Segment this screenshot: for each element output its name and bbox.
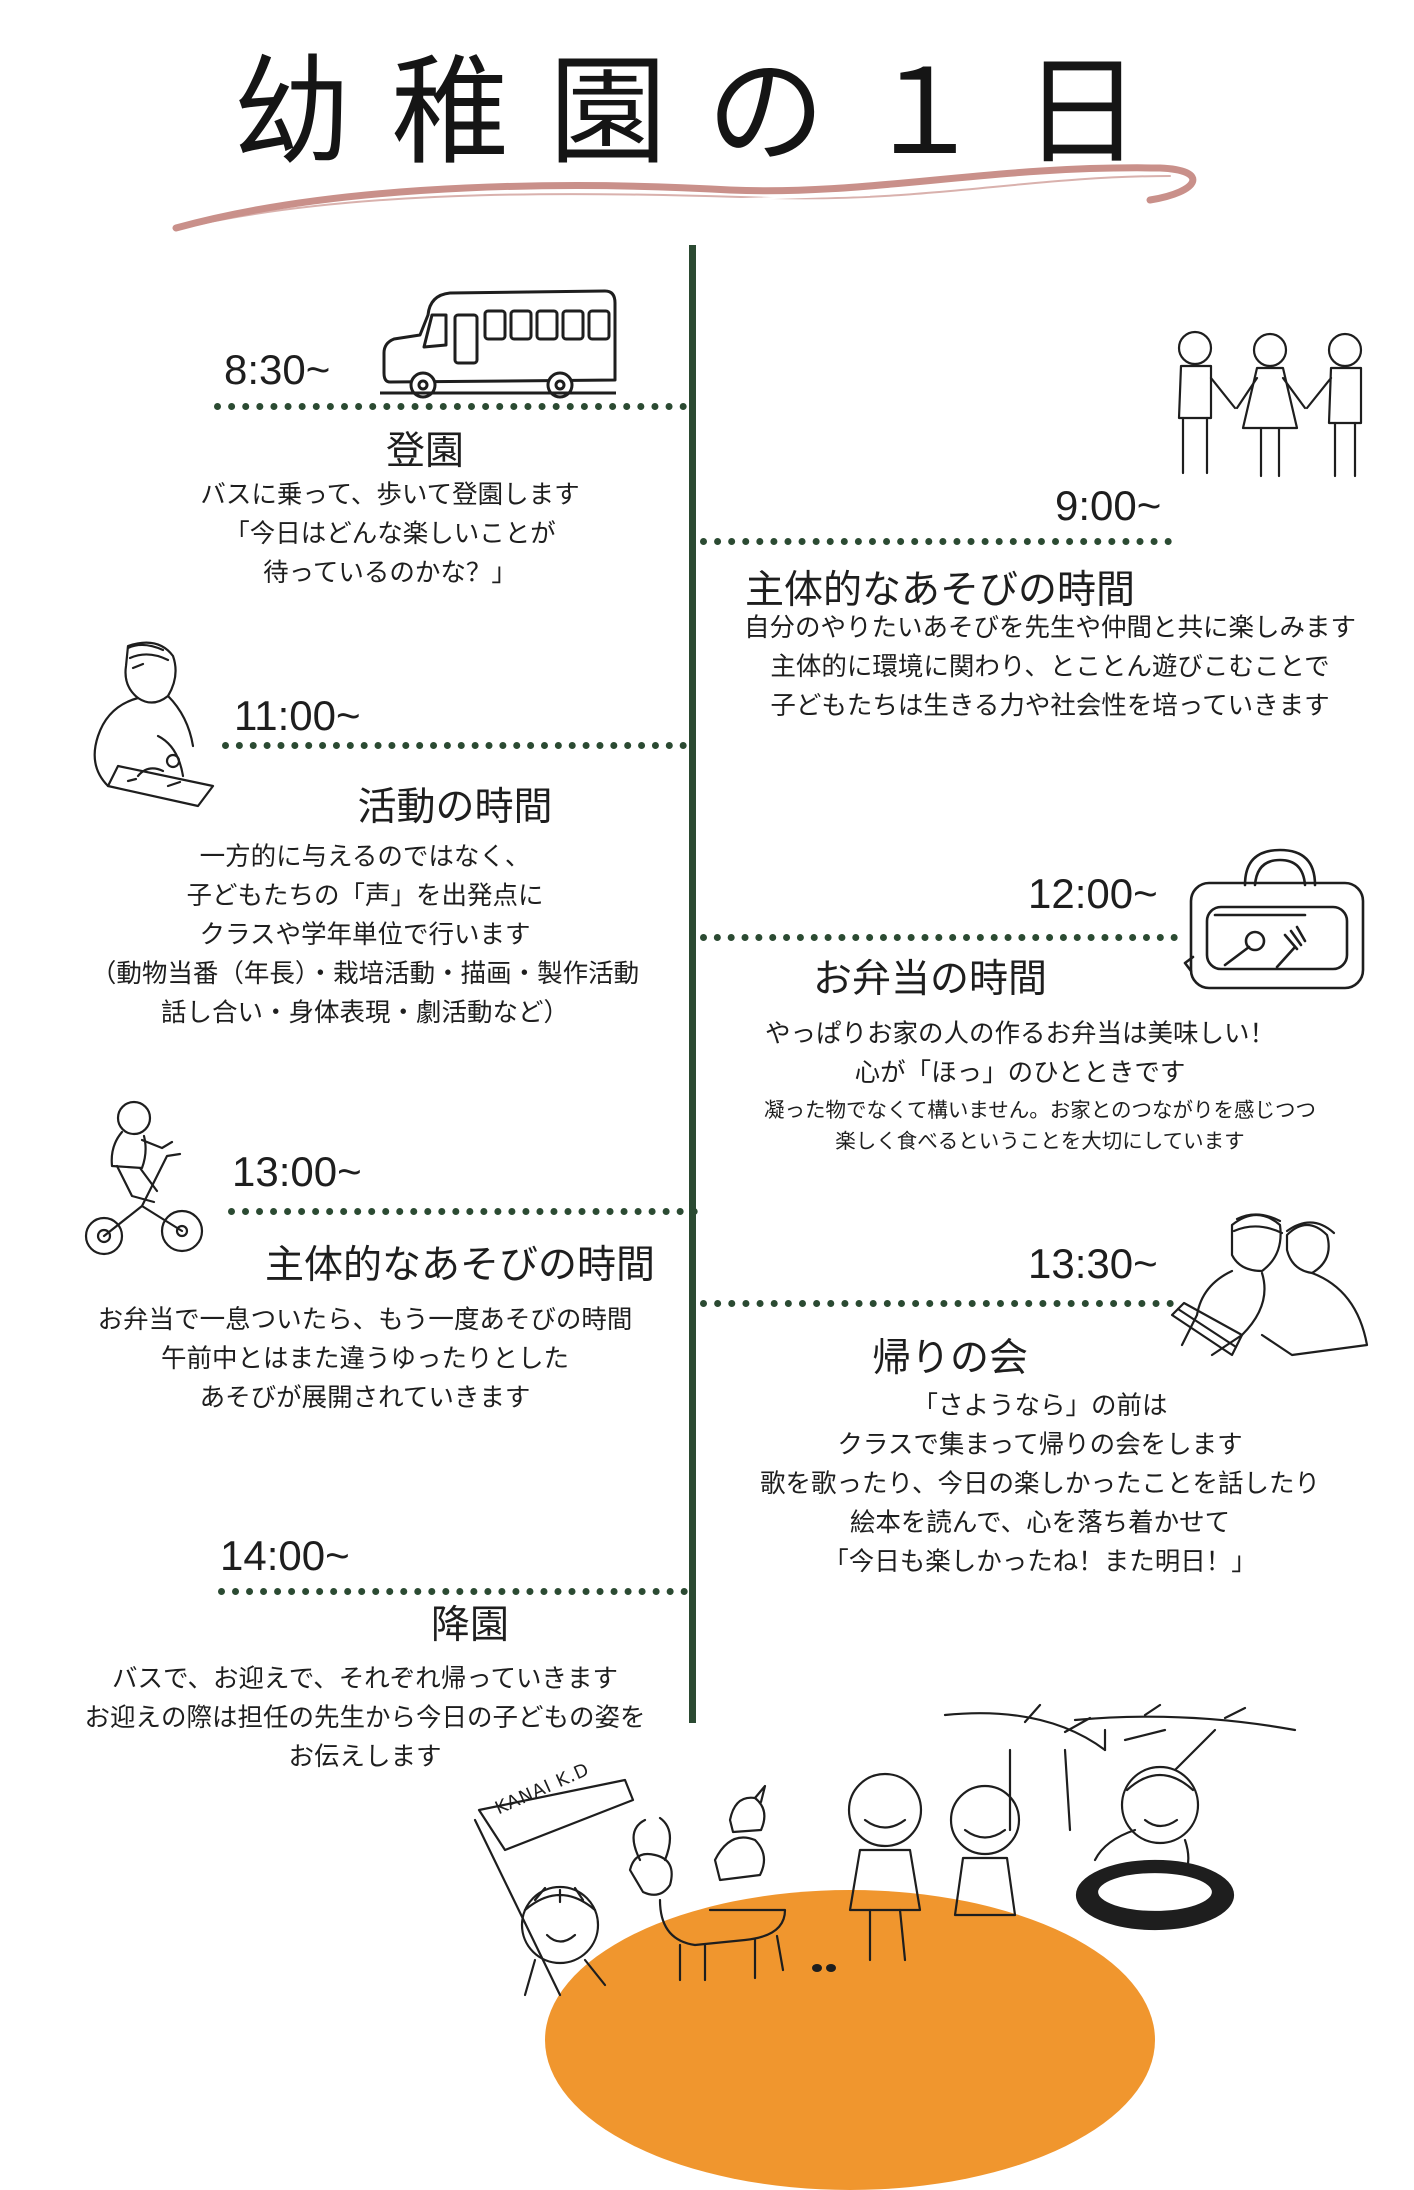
section-body: バスで、お迎えで、それぞれ帰っていきます お迎えの際は担任の先生から今日の子ども… <box>40 1660 690 1777</box>
timeline-dotted-line <box>700 1300 1174 1307</box>
child-tricycle-icon <box>84 1100 204 1256</box>
time-label: 12:00~ <box>1028 870 1158 917</box>
timeline-dotted-line <box>218 1588 688 1595</box>
text-line: 待っているのかな？」 <box>263 558 517 588</box>
section-body: バスに乗って、歩いて登園します 「今日はどんな楽しいことが 待っているのかな？」 <box>100 476 680 593</box>
text-line: あそびが展開されていきます <box>199 1383 531 1413</box>
section-body: 「さようなら」の前は クラスで集まって帰りの会をします 歌を歌ったり、今日の楽し… <box>700 1387 1380 1582</box>
text-line: 絵本を読んで、心を落ち着かせて <box>849 1508 1231 1538</box>
timeline-dotted-line <box>700 934 1178 941</box>
timeline-dotted-line <box>228 1208 698 1215</box>
timeline-dotted-line <box>700 538 1172 545</box>
section-body: 自分のやりたいあそびを先生や仲間と共に楽しみます 主体的に環境に関わり、とことん… <box>700 609 1400 726</box>
page-title: 幼稚園の１日 <box>232 43 1181 181</box>
text-line: （動物当番（年長）・栽培活動・描画・製作活動 <box>90 959 640 989</box>
bus-icon <box>380 289 617 399</box>
title-brush-stroke <box>172 164 1197 232</box>
section-heading: 活動の時間 <box>357 785 553 830</box>
text-line: バスで、お迎えで、それぞれ帰っていきます <box>112 1664 618 1694</box>
section-heading: 降園 <box>430 1603 509 1648</box>
mother-reading-icon <box>1170 1213 1369 1357</box>
text-line: やっぱりお家の人の作るお弁当は美味しい！ <box>764 1019 1275 1049</box>
section-note: 凝った物でなくて構いません。お家とのつながりを感じつつ 楽しく食べるということを… <box>710 1095 1370 1157</box>
section-body: お弁当で一息ついたら、もう一度あそびの時間 午前中とはまた違うゆったりとした あ… <box>50 1301 680 1418</box>
section-heading: 主体的なあそびの時間 <box>264 1243 655 1288</box>
section-heading: 主体的なあそびの時間 <box>744 568 1135 613</box>
text-line: 凝った物でなくて構いません。お家とのつながりを感じつつ <box>763 1098 1317 1122</box>
timeline-dotted-line <box>214 403 687 410</box>
text-line: 子どもたちの「声」を出発点に <box>186 881 544 911</box>
time-label: 8:30~ <box>224 346 331 393</box>
text-line: 歌を歌ったり、今日の楽しかったことを話したり <box>760 1469 1320 1499</box>
children-holding-hands-icon <box>1177 330 1363 478</box>
text-line: クラスや学年単位で行います <box>199 920 531 950</box>
time-label: 11:00~ <box>234 692 361 739</box>
time-label: 13:00~ <box>232 1148 362 1195</box>
text-line: 楽しく食べるということを大切にしています <box>835 1129 1245 1153</box>
section-heading: 登園 <box>385 429 464 474</box>
text-line: 子どもたちは生きる力や社会性を培っていきます <box>770 691 1330 721</box>
text-line: バスに乗って、歩いて登園します <box>200 480 580 510</box>
section-heading: お弁当の時間 <box>812 957 1047 1002</box>
text-line: 「今日はどんな楽しいことが <box>224 519 556 549</box>
section-body: 一方的に与えるのではなく、 子どもたちの「声」を出発点に クラスや学年単位で行い… <box>40 838 690 1033</box>
text-line: お弁当で一息ついたら、もう一度あそびの時間 <box>97 1305 633 1335</box>
text-line: クラスで集まって帰りの会をします <box>837 1430 1243 1460</box>
text-line: お迎えの際は担任の先生から今日の子どもの姿を <box>84 1703 646 1733</box>
section-heading: 帰りの会 <box>871 1336 1028 1381</box>
time-label: 9:00~ <box>1055 482 1162 529</box>
kids-and-animals-illustration <box>473 1703 1297 1997</box>
text-line: お伝えします <box>288 1742 442 1772</box>
child-drawing-icon <box>93 641 215 808</box>
text-line: 「今日も楽しかったね！また明日！」 <box>823 1547 1257 1577</box>
lunch-box-icon <box>1183 848 1365 990</box>
section-body: やっぱりお家の人の作るお弁当は美味しい！ 心が「ほっ」のひとときです <box>720 1015 1320 1093</box>
text-line: 「さようなら」の前は <box>912 1391 1168 1421</box>
time-label: 13:30~ <box>1028 1240 1158 1287</box>
text-line: 自分のやりたいあそびを先生や仲間と共に楽しみます <box>743 613 1356 643</box>
timeline-dotted-line <box>222 742 687 749</box>
text-line: 心が「ほっ」のひとときです <box>854 1058 1186 1088</box>
text-line: 一方的に与えるのではなく、 <box>199 842 531 872</box>
time-label: 14:00~ <box>220 1532 350 1579</box>
text-line: 午前中とはまた違うゆったりとした <box>160 1344 569 1374</box>
text-line: 主体的に環境に関わり、とことん遊びこむことで <box>770 652 1330 682</box>
text-line: 話し合い・身体表現・劇活動など） <box>160 998 569 1028</box>
timeline-vertical-line <box>689 245 696 1723</box>
